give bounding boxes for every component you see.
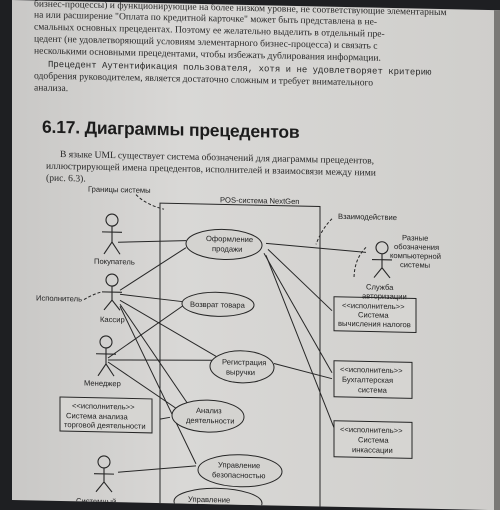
- uc-analysis: деятельности: [186, 416, 234, 426]
- accounting-system: система: [358, 385, 388, 395]
- book-page: бизнес-процессы) и функционирующие на бо…: [12, 0, 500, 510]
- uc-sale: Оформление: [206, 234, 253, 244]
- uc-sale: продажи: [212, 244, 242, 254]
- auth-service-actor-icon: [372, 242, 392, 278]
- cashier-actor-icon: [102, 274, 122, 310]
- collection-system: инкассации: [352, 445, 393, 455]
- collection-system: Система: [358, 435, 389, 445]
- accounting-system: Бухгалтерская: [342, 375, 393, 385]
- uc-revenue: Регистрация: [222, 357, 266, 367]
- manager-actor-icon: [96, 336, 116, 376]
- accounting-system: <<исполнитель>>: [340, 365, 403, 375]
- analysis-system: торговой деятельности: [64, 420, 146, 431]
- boundary-note: Границы системы: [88, 185, 151, 195]
- notation-note: системы: [400, 260, 430, 270]
- body-line: анализа.: [34, 82, 68, 95]
- cashier-label: Кассир: [100, 315, 125, 325]
- uc-analysis: Анализ: [196, 406, 222, 416]
- actor-note: Исполнитель: [36, 294, 82, 304]
- buyer-actor-icon: [102, 214, 122, 254]
- uc-return: Возврат товара: [190, 300, 246, 310]
- use-case-diagram: Границы системы POS-система NextGen Взаи…: [36, 181, 476, 510]
- buyer-label: Покупатель: [94, 257, 135, 267]
- auth-label: авторизации: [362, 291, 407, 301]
- interaction-note: Взаимодействие: [338, 212, 397, 222]
- uc-revenue: выручки: [226, 367, 255, 377]
- system-name: POS-система NextGen: [220, 195, 300, 206]
- page-edge: [494, 10, 500, 510]
- analysis-system: <<исполнитель>>: [72, 401, 135, 411]
- uc-security: Управление: [218, 460, 260, 470]
- uc-security: безопасностью: [212, 470, 266, 480]
- section-heading: 6.17. Диаграммы прецедентов: [42, 117, 299, 143]
- sysadmin-label: Системный: [76, 496, 116, 506]
- manager-label: Менеджер: [84, 379, 121, 389]
- sysadmin-actor-icon: [94, 456, 114, 492]
- tax-system: вычисления налогов: [338, 319, 411, 330]
- collection-system: <<исполнитель>>: [340, 425, 403, 435]
